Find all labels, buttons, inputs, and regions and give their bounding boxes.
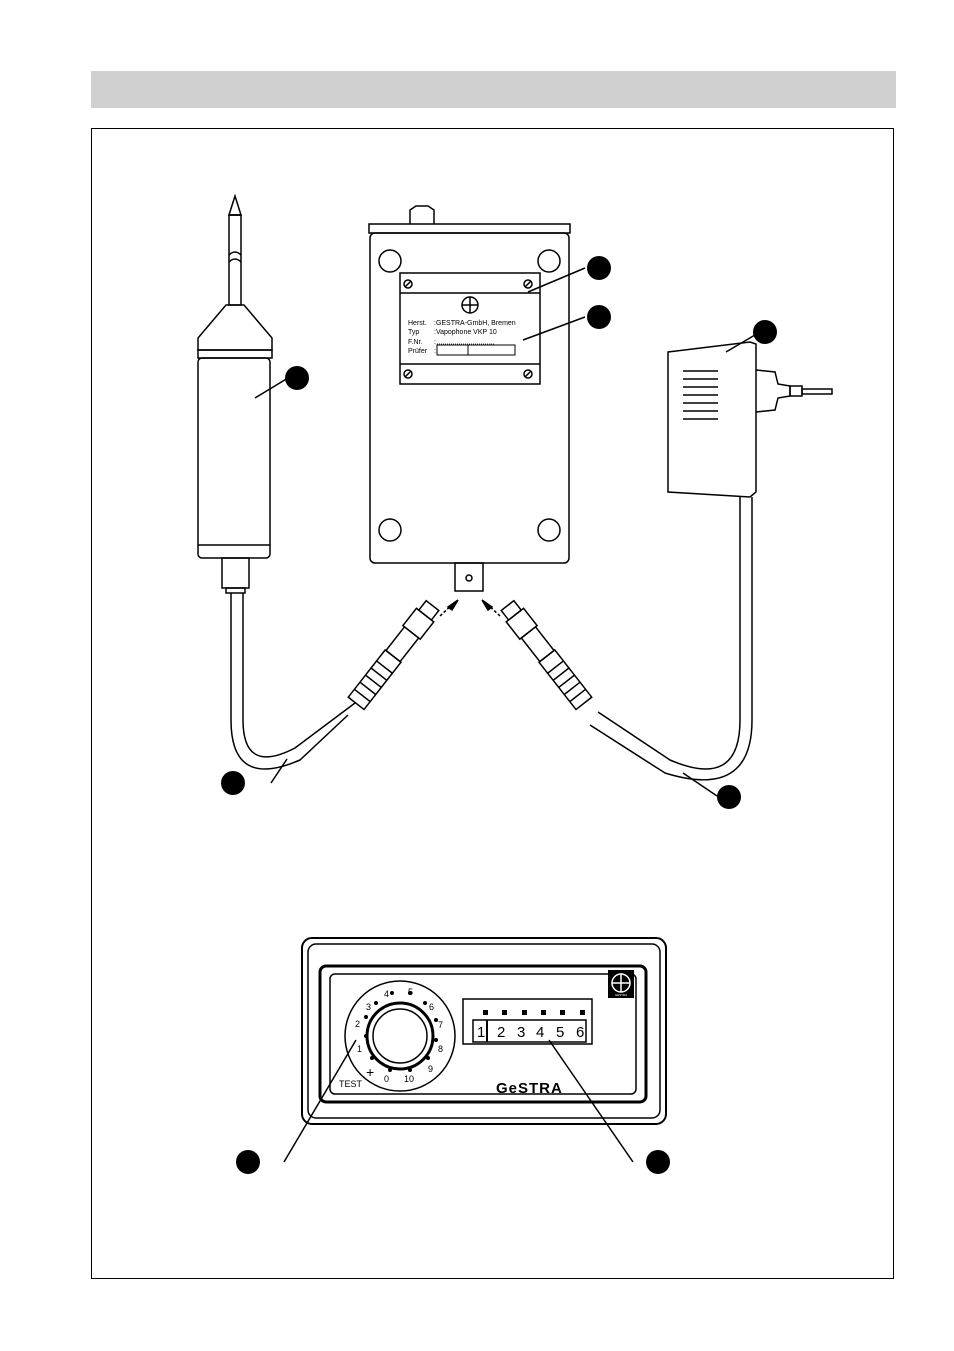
dial-number: 5 xyxy=(408,987,413,997)
header-bar xyxy=(91,71,896,108)
nameplate-herst-value: :GESTRA-GmbH, Bremen xyxy=(434,320,516,327)
callout-dot-unit-top xyxy=(587,256,611,280)
callout-dot-probe-cable xyxy=(221,771,245,795)
power-adapter xyxy=(667,331,833,498)
display-digit: 6 xyxy=(576,1024,584,1041)
display-digit: 4 xyxy=(536,1024,544,1041)
dial-test-label: TEST xyxy=(339,1079,363,1089)
dial-number: 3 xyxy=(366,1002,371,1012)
callout-dot-adapter xyxy=(753,320,777,344)
display-digit: 1 xyxy=(477,1024,485,1041)
panel-logo-text: GESTRA xyxy=(615,993,627,997)
display-digit: 5 xyxy=(556,1024,564,1041)
dial-number: 0 xyxy=(384,1074,389,1084)
callout-dot-unit-plate xyxy=(587,305,611,329)
dial-number: 6 xyxy=(429,1002,434,1012)
dial-number: 1 xyxy=(357,1044,362,1054)
display-digit: 3 xyxy=(517,1024,525,1041)
callout-dot-adapter-cable xyxy=(717,785,741,809)
nameplate-typ-value: :Vapophone VKP 10 xyxy=(434,329,497,336)
nameplate-fnr-value: : xyxy=(434,339,436,346)
probe xyxy=(197,193,289,594)
nameplate-fnr-label: F.Nr. xyxy=(408,339,422,346)
figure-frame xyxy=(91,128,894,1279)
panel-logo-icon xyxy=(608,970,634,998)
brand-name: GeSTRA xyxy=(496,1080,563,1097)
display-digit: 2 xyxy=(497,1024,505,1041)
nameplate-pruefer-value: : xyxy=(434,348,436,355)
dial-number: 7 xyxy=(438,1020,443,1030)
arrow-left-icon xyxy=(439,599,459,617)
nameplate-typ-label: Typ xyxy=(408,329,419,336)
dial-number: 9 xyxy=(428,1064,433,1074)
nameplate-pruefer-label: Prüfer xyxy=(408,348,428,355)
adapter-cable xyxy=(597,497,741,770)
dial-number: 8 xyxy=(438,1044,443,1054)
front-panel xyxy=(283,937,667,1163)
dial-number: 2 xyxy=(355,1019,360,1029)
callout-dot-probe xyxy=(285,366,309,390)
callout-dot-dial xyxy=(236,1150,260,1174)
probe-cable xyxy=(230,593,349,770)
plus-icon: + xyxy=(366,1064,374,1080)
right-connector xyxy=(500,599,593,711)
callout-dot-display xyxy=(646,1150,670,1174)
arrow-right-icon xyxy=(481,599,501,617)
nameplate-herst-label: Herst. xyxy=(408,320,427,327)
nameplate-logo-icon xyxy=(461,296,479,314)
main-unit xyxy=(368,205,586,592)
dial-number: 10 xyxy=(404,1074,414,1084)
dial-number: 4 xyxy=(384,989,389,999)
left-connector xyxy=(347,599,440,711)
